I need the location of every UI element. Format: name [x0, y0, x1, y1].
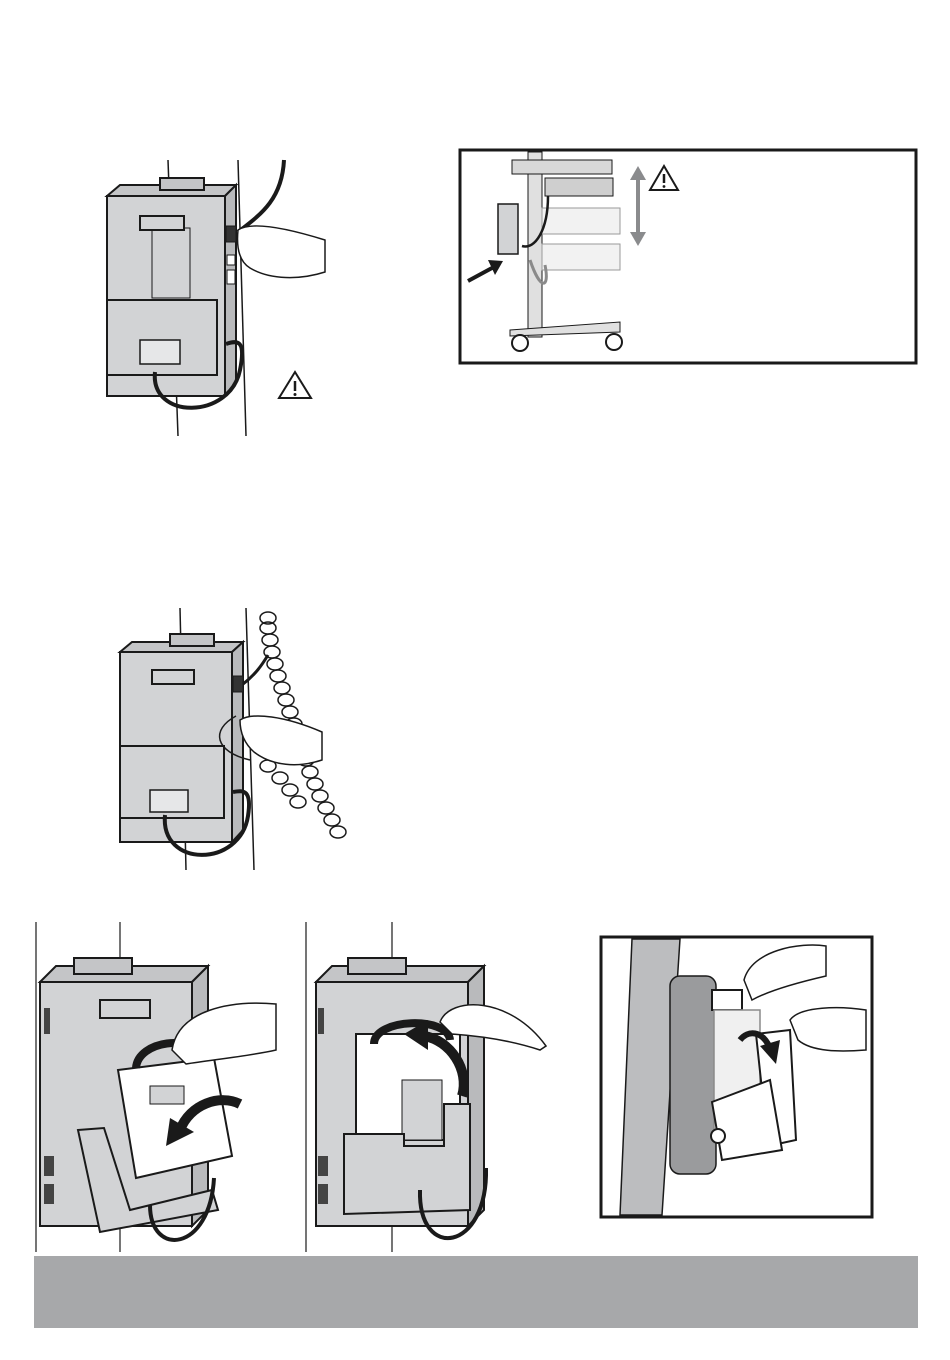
footer-band [34, 1256, 918, 1328]
holder-pivot [711, 1129, 725, 1143]
mount-side-plate [670, 976, 716, 1174]
mount-bracket [712, 990, 742, 1010]
